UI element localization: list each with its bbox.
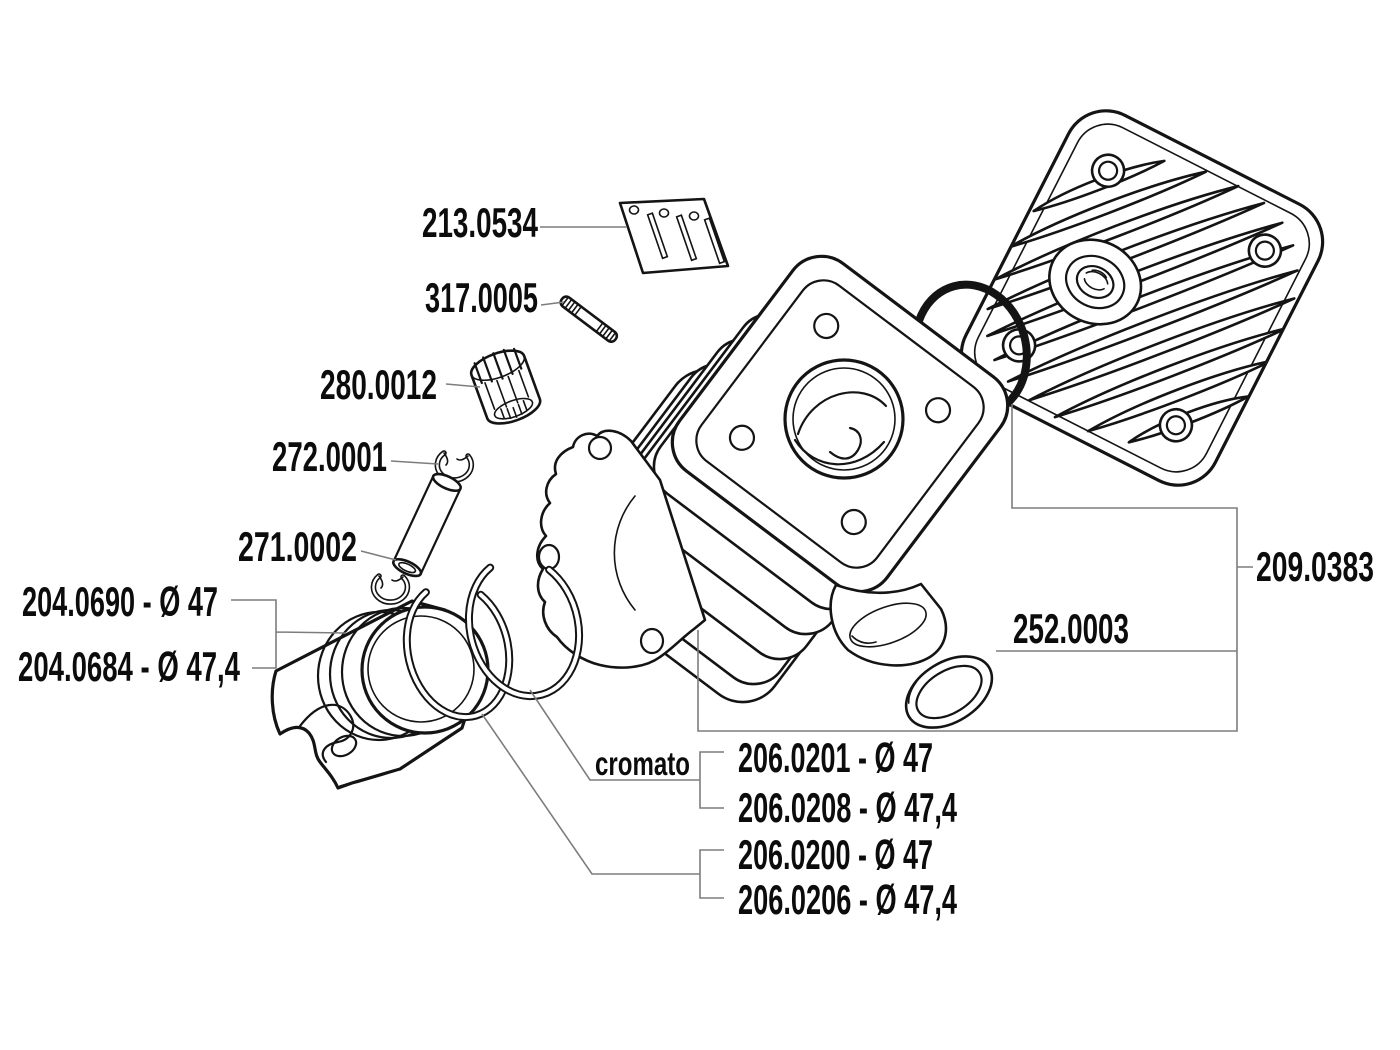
label-ring-chrome-d47: 206.0201 - Ø 47: [738, 734, 933, 781]
label-pin-circlip: 272.0001: [272, 433, 387, 480]
exhaust-gasket-drawing: [904, 655, 994, 729]
cylinder-bore: [783, 358, 905, 480]
leader-circlip: [390, 460, 439, 465]
needle-bearing-drawing: [469, 347, 542, 425]
label-piston-d474: 204.0684 - Ø 47,4: [18, 643, 240, 690]
stud-drawing: [559, 295, 619, 344]
reed-petals-drawing: [618, 197, 730, 275]
label-reed-petals: 213.0534: [422, 199, 538, 246]
label-exhaust-gasket: 252.0003: [1013, 605, 1129, 652]
label-stud: 317.0005: [425, 274, 538, 321]
pin-circlip-bottom-drawing: [370, 573, 411, 605]
head-stud-hole: [1090, 153, 1126, 189]
label-small-end-bearing: 280.0012: [320, 361, 437, 408]
bracket-rings-chrome: [529, 689, 724, 809]
part-number-labels: 213.0534 317.0005 280.0012 272.0001 271.…: [18, 199, 1374, 923]
piston-ring-b-drawing: [402, 588, 514, 722]
leader-stud: [540, 301, 565, 306]
exhaust-port-stub: [829, 582, 948, 667]
leader-piston-pin: [360, 550, 397, 561]
leader-bearing: [445, 383, 481, 388]
label-ring-chrome-d474: 206.0208 - Ø 47,4: [738, 784, 957, 831]
label-chrome-note: cromato: [595, 745, 690, 782]
bracket-gasket-set: [697, 404, 1253, 732]
label-ring-d47: 206.0200 - Ø 47: [738, 831, 933, 878]
cylinder-head-drawing: [959, 109, 1325, 487]
label-piston-d47: 204.0690 - Ø 47: [22, 578, 218, 625]
label-gasket-set: 209.0383: [1256, 543, 1374, 590]
bracket-rings-standard: [481, 713, 724, 899]
piston-drawing: [270, 599, 490, 790]
piston-ring-a-drawing: [464, 563, 584, 701]
label-piston-pin: 271.0002: [238, 523, 357, 570]
head-stud-hole: [1158, 407, 1194, 443]
base-gasket-drawing: [536, 429, 707, 669]
piston-skirt-contour: [298, 703, 355, 764]
bracket-piston: [231, 599, 347, 669]
piston-skirt-window: [330, 734, 358, 758]
leader-lines: [231, 226, 1253, 899]
head-stud-hole: [1247, 233, 1283, 268]
piston-pin-drawing: [392, 472, 462, 578]
spark-plug-hole: [1048, 238, 1143, 326]
label-ring-d474: 206.0206 - Ø 47,4: [738, 876, 957, 923]
